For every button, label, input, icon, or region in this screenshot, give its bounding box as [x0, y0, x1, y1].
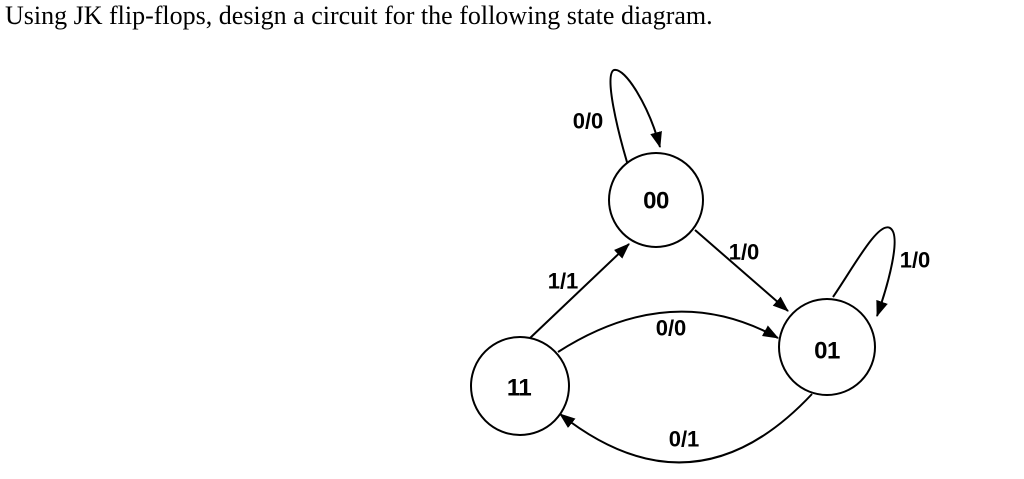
transition-edge-01-self: [832, 226, 896, 317]
transition-edge-01-to-11: [559, 393, 813, 464]
transition-edge-00-self: [609, 68, 662, 173]
transition-edge-00-to-01: [694, 229, 789, 312]
state-label-01: 01: [814, 338, 840, 365]
transition-edge-11-to-00: [528, 243, 630, 340]
transition-label-00-to-01: 1/0: [729, 240, 760, 265]
problem-statement: Using JK flip-flops, design a circuit fo…: [5, 1, 713, 30]
state-label-00: 00: [643, 188, 669, 215]
state-label-11: 11: [507, 375, 532, 402]
transition-label-00-self: 0/0: [573, 109, 604, 134]
transition-label-11-to-00: 1/1: [548, 269, 579, 294]
transition-label-01-to-11: 0/1: [669, 427, 700, 452]
transition-edge-11-to-01: [557, 310, 779, 353]
transition-label-01-self: 1/0: [900, 248, 931, 273]
state-node-01: [778, 298, 876, 396]
state-node-11: [470, 336, 570, 436]
transition-label-11-to-01: 0/0: [656, 316, 687, 341]
state-node-00: [608, 152, 704, 248]
